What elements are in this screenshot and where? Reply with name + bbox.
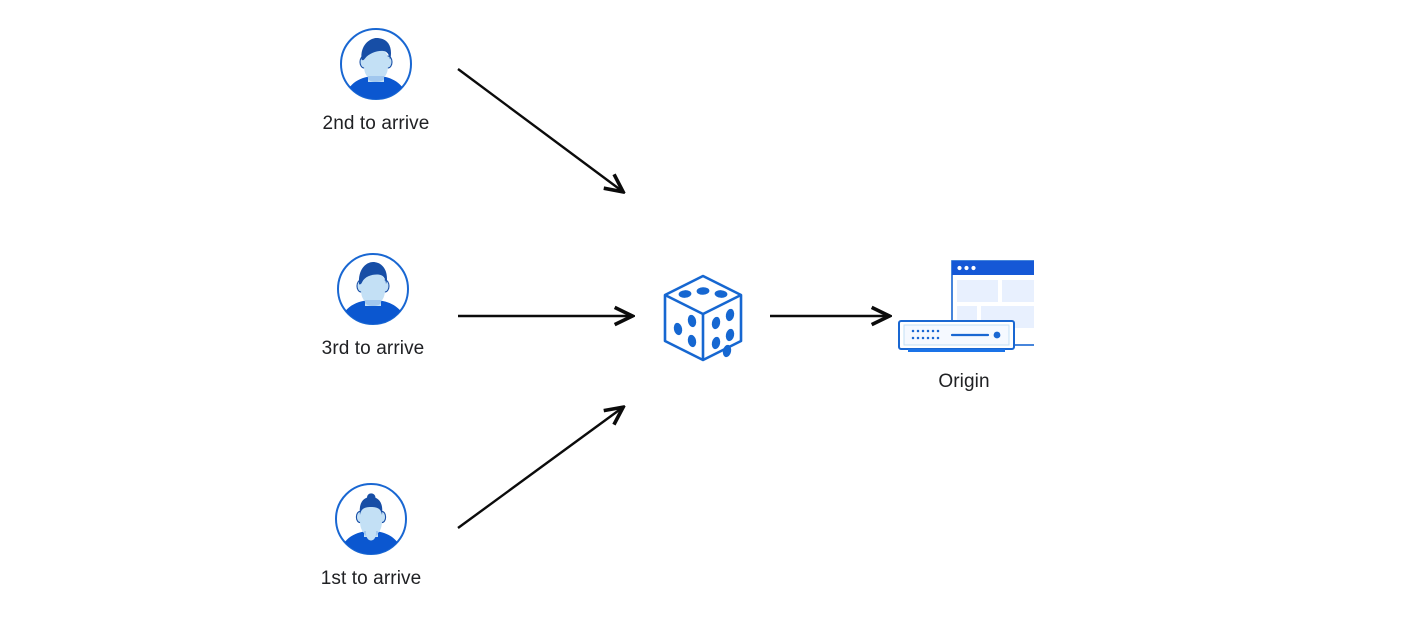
server-appliance-glyph bbox=[898, 320, 1015, 352]
node-origin[interactable]: Origin bbox=[874, 255, 1054, 394]
node-label-origin: Origin bbox=[938, 371, 990, 392]
node-label-user-1st: 1st to arrive bbox=[320, 568, 422, 589]
node-label-user-2nd: 2nd to arrive bbox=[322, 113, 430, 134]
node-user-3rd[interactable]: 3rd to arrive bbox=[293, 251, 453, 361]
node-user-1st[interactable]: 1st to arrive bbox=[291, 481, 451, 591]
user-avatar-icon bbox=[335, 251, 411, 327]
dice-icon bbox=[648, 263, 758, 378]
edge-2nd-to-dice bbox=[457, 68, 622, 191]
origin-server-icon bbox=[894, 255, 1049, 360]
user-avatar-long-hair-icon bbox=[333, 481, 409, 557]
edge-1st-to-dice bbox=[457, 408, 622, 529]
user-avatar-icon bbox=[338, 26, 414, 102]
node-randomizer[interactable] bbox=[648, 263, 758, 378]
node-user-2nd[interactable]: 2nd to arrive bbox=[296, 26, 456, 136]
node-label-user-3rd: 3rd to arrive bbox=[321, 338, 425, 359]
